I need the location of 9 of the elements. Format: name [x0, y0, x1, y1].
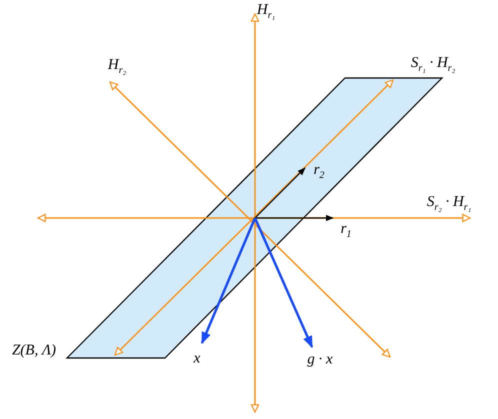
vector-label: g · x [307, 352, 333, 368]
line-label: H$_{r₁}$ [256, 3, 276, 21]
line-label: H$_{r₂}$ [108, 58, 126, 76]
line-label: S$_{r₂}$ · H$_{r₁}$ [426, 195, 472, 213]
line-label: S$_{r₁}$ · H$_{r₂}$ [410, 56, 456, 74]
region-label: Z(B, Λ) [12, 344, 56, 358]
vector-label: r$_{1}$ [340, 222, 352, 240]
vector-label: x [194, 352, 200, 366]
vector-label: r$_{2}$ [314, 163, 324, 181]
